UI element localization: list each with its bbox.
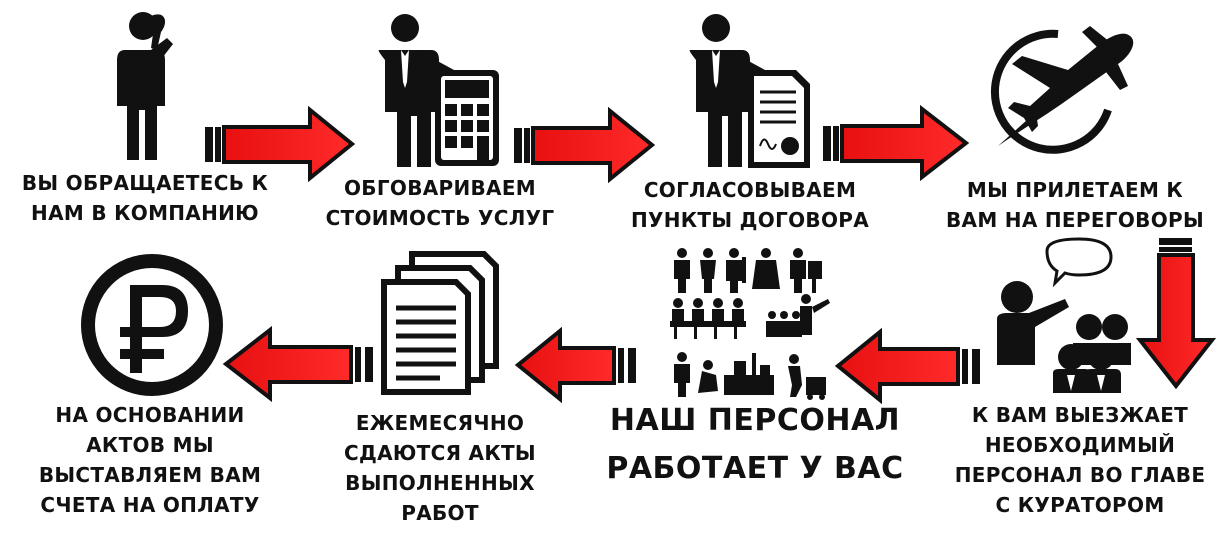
calculator-person-icon bbox=[378, 14, 499, 167]
airplane-icon bbox=[990, 26, 1134, 154]
arrow-left-2 bbox=[514, 326, 636, 404]
step-label-negotiation: Мы прилетаем квам на переговоры bbox=[946, 178, 1204, 232]
arrow-left-1 bbox=[834, 327, 980, 405]
step-label-contact: Вы обращаетесь кнам в компанию bbox=[21, 171, 269, 225]
ruble-icon bbox=[81, 254, 223, 396]
arrow-right-2 bbox=[514, 106, 656, 184]
contract-person-icon bbox=[689, 14, 810, 168]
step-label-contract: Согласовываемпункты договора bbox=[630, 178, 869, 232]
step-label-pricing: Обговариваемстоимость услуг bbox=[325, 176, 555, 230]
speaker-group-icon bbox=[997, 237, 1131, 393]
phone-call-person-icon bbox=[115, 12, 173, 160]
step-label-staff-work: Наш персоналработает у вас bbox=[606, 403, 904, 486]
arrow-left-3 bbox=[222, 325, 373, 403]
arrow-down bbox=[1135, 238, 1217, 390]
arrow-right-3 bbox=[823, 104, 970, 182]
step-label-acts: Ежемесячносдаются акты выполненныхработ bbox=[344, 411, 536, 525]
step-label-staff-arrive: К вам выезжаетнеобходимый персонал во гл… bbox=[954, 403, 1206, 517]
arrow-right-1 bbox=[205, 105, 356, 183]
documents-stack-icon bbox=[381, 251, 499, 395]
workers-collage-icon bbox=[670, 248, 830, 400]
step-label-invoice: На основанииактов мы выставляем вамсчета… bbox=[38, 403, 262, 517]
